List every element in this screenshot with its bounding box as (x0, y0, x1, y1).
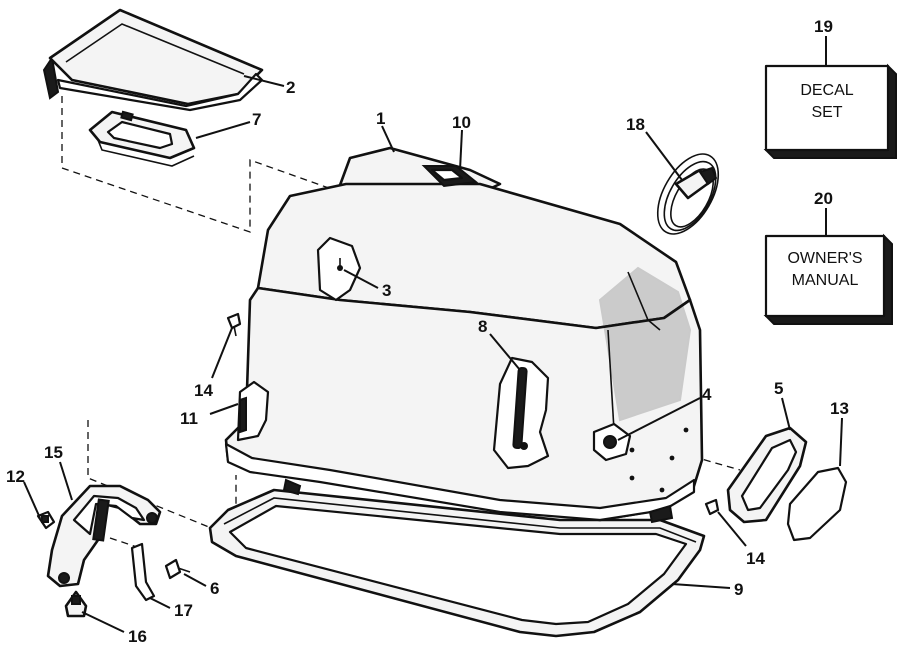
callout-18: 18 (626, 115, 645, 134)
callout-4: 4 (702, 385, 712, 404)
callout-2: 2 (286, 78, 295, 97)
callout-11: 11 (180, 409, 198, 428)
callout-15: 15 (44, 443, 63, 462)
owners-manual-line1: OWNER'S (787, 250, 862, 267)
callout-12: 12 (6, 467, 25, 486)
callout-8: 8 (478, 317, 487, 336)
part-screw-right (704, 498, 720, 516)
part-latch-plate (316, 236, 362, 302)
leader-lines (23, 36, 843, 633)
part-clip (130, 542, 156, 602)
callout-9: 9 (734, 580, 743, 599)
part-screw-left (226, 312, 242, 337)
part-screw-small (164, 558, 191, 580)
callout-14-left: 14 (194, 381, 213, 400)
owners-manual-line2: MANUAL (792, 272, 859, 289)
part-cable (656, 153, 720, 235)
part-side-plate (236, 380, 270, 442)
owners-manual-box: OWNER'S MANUAL (763, 233, 893, 325)
part-clamp-bracket (492, 356, 550, 470)
callout-1: 1 (376, 109, 385, 128)
callout-19: 19 (814, 17, 833, 36)
part-seal (726, 426, 808, 524)
part-mount-bracket (46, 484, 162, 588)
part-cover-plate (786, 466, 848, 542)
part-top-cover (42, 8, 264, 112)
callout-6: 6 (210, 579, 219, 598)
callout-20: 20 (814, 189, 833, 208)
callout-14-right: 14 (746, 549, 765, 568)
decal-set-box: DECAL SET (763, 63, 897, 159)
callout-7: 7 (252, 110, 261, 129)
callout-3: 3 (382, 281, 391, 300)
part-nut (36, 510, 56, 530)
callout-17: 17 (174, 601, 193, 620)
callout-numbers: 1 10 2 7 3 8 4 5 13 14 9 14 11 15 12 16 … (6, 17, 849, 646)
callout-5: 5 (774, 379, 783, 398)
part-grommet (592, 422, 632, 462)
callout-10: 10 (452, 113, 471, 132)
decal-set-line1: DECAL (800, 82, 853, 99)
callout-16: 16 (128, 627, 147, 646)
part-gasket (208, 488, 706, 638)
part-foot (64, 590, 88, 618)
decal-set-line2: SET (811, 104, 842, 121)
callout-13: 13 (830, 399, 849, 418)
part-plate (88, 110, 196, 167)
part-motor-cover (224, 146, 704, 524)
